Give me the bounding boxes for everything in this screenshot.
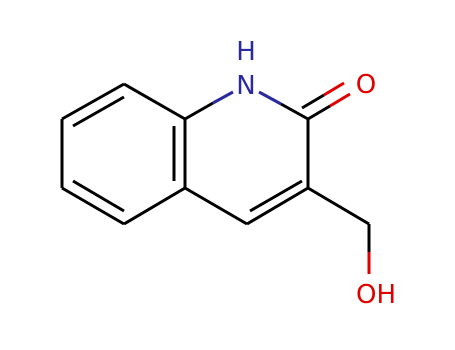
bond-n-c2-blue [258, 90, 282, 106]
bond-c6-c5 [61, 186, 125, 226]
bond-c4-c3 [246, 186, 309, 226]
bond-c3-ch2 [307, 186, 370, 226]
atom-label-h: H [236, 37, 256, 67]
bond-c2-o-a-red [329, 92, 351, 108]
bond-c2-o-b-red [323, 81, 345, 97]
atom-labels: H N O OH [236, 37, 396, 310]
bond-c8a-n-blue [212, 90, 234, 105]
atom-label-carbonyl-o: O [356, 70, 376, 100]
bond-c5-c4a [123, 186, 186, 226]
bond-c8-c7-inner [72, 95, 125, 128]
bond-c2-o-a [307, 104, 331, 121]
bond-c8a-n [184, 101, 214, 121]
bond-c6-c5-inner [72, 179, 125, 213]
atom-label-hydroxyl: OH [356, 280, 396, 310]
bond-n-c2 [280, 102, 309, 121]
bond-c4-c3-inner [249, 179, 303, 213]
bond-c4a-c4 [184, 186, 248, 226]
bond-c8-c7 [61, 82, 125, 121]
atom-label-n: N [236, 71, 255, 101]
bond-c2-o-b [301, 93, 325, 110]
bonds [60, 81, 371, 274]
bond-c8a-c8 [123, 82, 186, 121]
